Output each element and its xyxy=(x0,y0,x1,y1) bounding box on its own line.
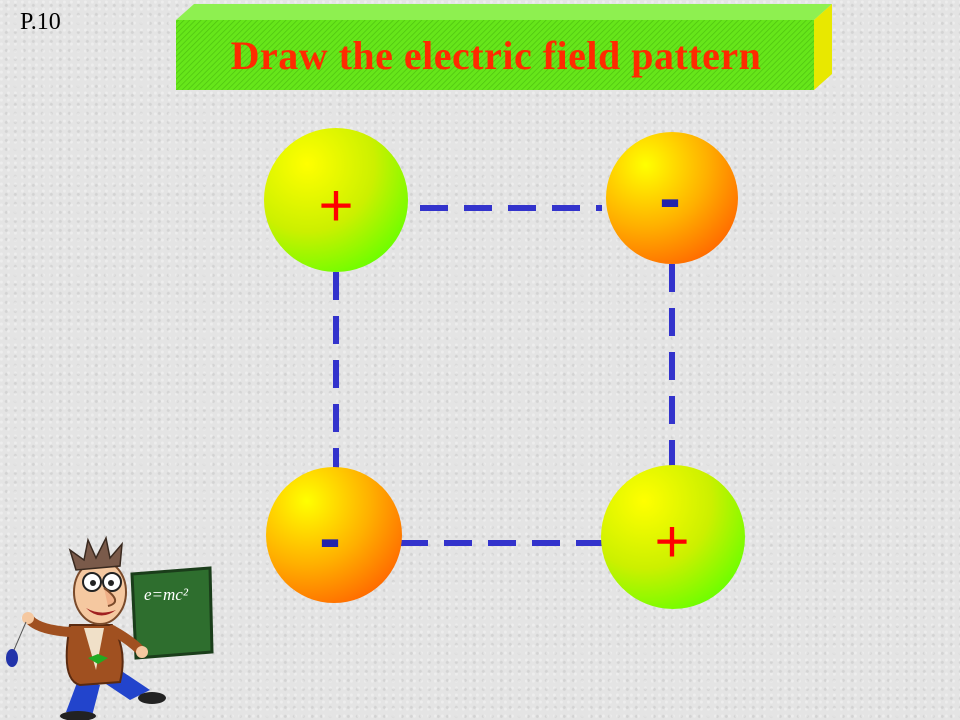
page-number: P.10 xyxy=(20,9,61,35)
charge-top-left xyxy=(264,128,408,272)
charge-bottom-left xyxy=(266,467,402,603)
chalkboard-formula: e=mc² xyxy=(144,585,189,604)
professor-illustration: e=mc² xyxy=(6,535,214,720)
banner-top-face xyxy=(176,4,832,20)
charge-top-right xyxy=(606,132,738,264)
charge-sign-bottom-left: - xyxy=(319,502,341,574)
chalkboard xyxy=(130,566,214,660)
title-banner xyxy=(176,4,832,90)
page-title: Draw the electric field pattern xyxy=(230,33,762,78)
charge-bottom-right xyxy=(601,465,745,609)
banner-front-face xyxy=(176,20,814,90)
charge-sign-top-right: - xyxy=(659,162,681,234)
charge-sign-top-left: + xyxy=(318,172,354,239)
charge-sign-bottom-right: + xyxy=(654,508,690,575)
banner-side-face xyxy=(814,4,832,90)
